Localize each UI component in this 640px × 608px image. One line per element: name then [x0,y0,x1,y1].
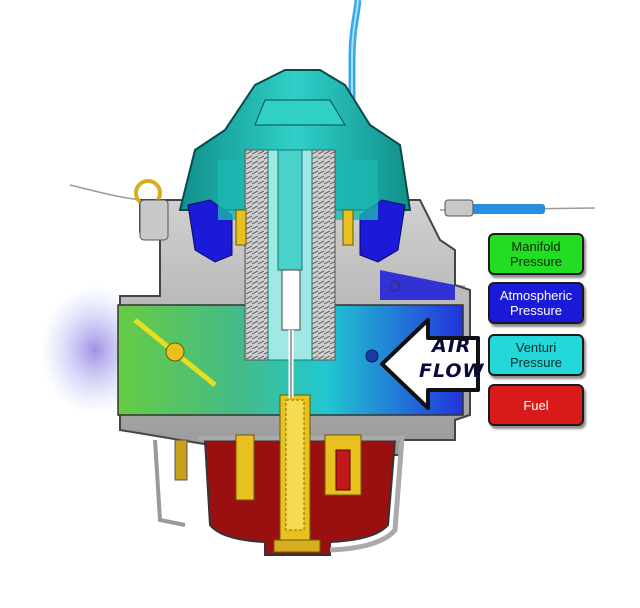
throttle-cable-adjuster [139,199,169,241]
drain-screw [273,539,321,553]
legend-fuel-line1: Fuel [523,397,549,413]
float-bowl-shell [198,435,405,553]
legend-venturi-pressure: Venturi Pressure [488,334,584,376]
legend-atmospheric-pressure: Atmospheric Pressure [488,282,584,324]
throttle-shaft [165,342,185,362]
air-flow-label-line1: AIR [432,335,472,357]
legend-atmospheric-line1: Atmospheric [499,288,573,303]
legend-venturi-line2: Pressure [509,355,563,370]
legend-manifold-line2: Pressure [509,254,563,269]
choke-cable-nut [444,199,474,217]
jet-needle-holder [281,269,301,331]
atmospheric-passage [380,270,455,300]
pilot-jet [235,434,255,501]
legend-atmospheric-line2: Pressure [509,303,563,318]
cap-screw-left [235,209,247,246]
venturi-port [365,349,379,363]
legend-manifold-pressure: Manifold Pressure [488,233,584,275]
air-flow-label-line2: FLOW [419,360,485,382]
choke-cable-sleeve [470,204,545,214]
choke-lever [153,439,186,527]
legend-venturi-line1: Venturi [515,340,557,355]
legend-fuel: Fuel [488,384,584,426]
cap-screw-right [342,209,354,246]
air-flow-arrow [380,318,480,410]
legend-manifold-line1: Manifold [511,239,561,254]
idle-screw [174,439,188,481]
